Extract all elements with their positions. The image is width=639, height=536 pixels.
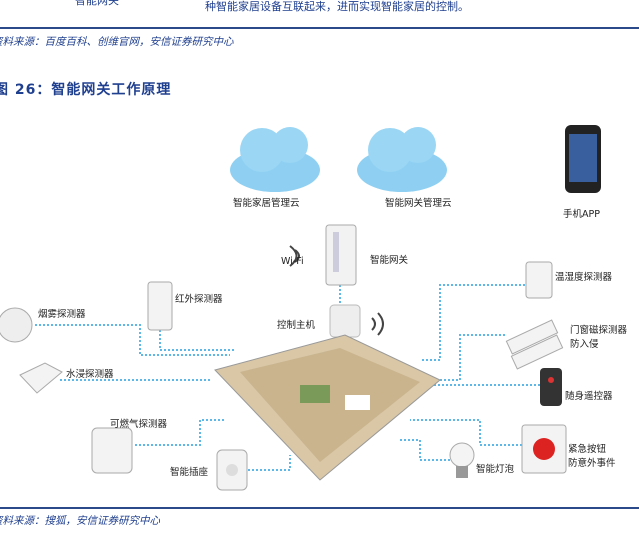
divider — [0, 27, 639, 29]
control-host-icon — [329, 304, 384, 338]
phone-icon — [565, 125, 601, 193]
label-gateway: 智能网关 — [370, 255, 409, 266]
label-smoke: 烟雾探测器 — [38, 309, 86, 320]
label-infrared: 红外探测器 — [175, 294, 223, 305]
divider-bottom — [0, 507, 639, 509]
gateway-icon — [325, 224, 357, 286]
label-wifi: Wi-Fi — [281, 256, 304, 267]
remote-icon — [540, 368, 562, 406]
label-socket: 智能插座 — [170, 467, 209, 478]
source-top: 资料来源：百度百科、创维官网，安信证券研究中心 — [0, 36, 234, 48]
house-icon — [214, 334, 441, 481]
label-temp: 温湿度探测器 — [555, 272, 613, 283]
header-text: 种智能家居设备互联起来，进而实现智能家居的控制。 — [205, 0, 469, 13]
label-gas: 可燃气探测器 — [110, 419, 168, 430]
water-detector-icon — [19, 362, 63, 394]
infrared-detector-icon — [147, 281, 173, 331]
label-door1: 门窗磁探测器 — [570, 325, 628, 336]
label-cloud-gateway: 智能网关管理云 — [385, 198, 452, 209]
figure-title: 图 26：智能网关工作原理 — [0, 82, 172, 98]
gas-detector-icon — [91, 427, 133, 474]
bulb-icon — [449, 442, 475, 478]
label-emergency1: 紧急按钮 — [568, 444, 607, 455]
wifi-icon — [289, 245, 300, 267]
label-host: 控制主机 — [277, 320, 316, 331]
door-sensor-icon — [505, 319, 564, 370]
cut-label: 智能网关 — [75, 0, 119, 7]
label-cloud-home: 智能家居管理云 — [233, 198, 300, 209]
socket-icon — [216, 449, 248, 491]
label-emergency2: 防意外事件 — [568, 458, 616, 469]
label-bulb: 智能灯泡 — [476, 464, 515, 475]
emergency-button-icon — [521, 424, 567, 474]
source-bottom: 资料来源：搜狐，安信证券研究中心 — [0, 515, 160, 527]
label-door2: 防入侵 — [570, 339, 599, 350]
label-phone: 手机APP — [563, 209, 600, 220]
label-remote: 随身遥控器 — [565, 391, 613, 402]
smoke-detector-icon — [0, 307, 33, 343]
cloud-icon — [230, 127, 447, 192]
label-water: 水浸探测器 — [66, 369, 114, 380]
temp-humidity-icon — [525, 261, 553, 299]
